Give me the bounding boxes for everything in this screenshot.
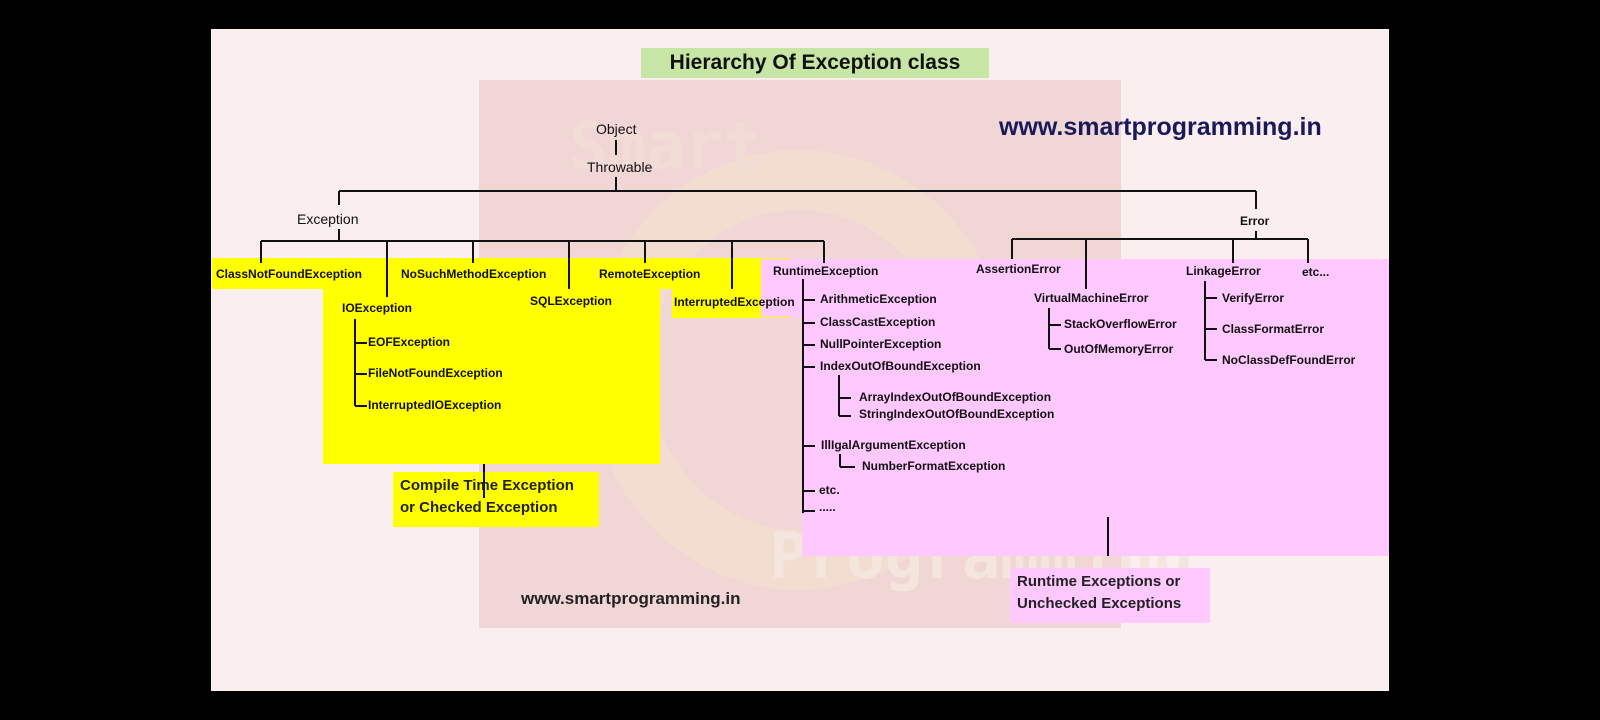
node-stack-overflow-error: StackOverflowError (1064, 317, 1177, 331)
unchecked-highlight-box (802, 289, 1389, 556)
unchecked-caption-line-1: Runtime Exceptions or (1017, 573, 1181, 590)
node-number-format-exception: NumberFormatException (862, 459, 1006, 473)
node-illegal-argument-exception: IllIgalArgumentException (821, 438, 966, 452)
node-index-out-of-bound-exception: IndexOutOfBoundException (820, 359, 981, 373)
node-class-format-error: ClassFormatError (1222, 322, 1325, 336)
checked-caption-highlight (393, 472, 599, 527)
slide: Smart Programming (211, 29, 1389, 691)
checked-caption-line-2: or Checked Exception (400, 499, 558, 516)
node-object: Object (596, 121, 637, 137)
checked-caption: Compile Time Exception or Checked Except… (393, 472, 581, 522)
website-url-bottom: www.smartprogramming.in (521, 589, 741, 608)
unchecked-caption-line-2: Unchecked Exceptions (1017, 595, 1182, 612)
node-array-index-out-of-bound-exception: ArrayIndexOutOfBoundException (859, 390, 1052, 404)
node-out-of-memory-error: OutOfMemoryError (1064, 342, 1174, 356)
node-no-class-def-found-error: NoClassDefFoundError (1222, 353, 1356, 367)
node-file-not-found-exception: FileNotFoundException (368, 366, 503, 380)
node-eof-exception: EOFException (368, 335, 451, 349)
node-assertion-error: AssertionError (976, 262, 1061, 276)
website-url-top: www.smartprogramming.in (999, 113, 1322, 141)
node-interrupted-exception: InterruptedException (674, 295, 795, 309)
node-remote-exception: RemoteException (599, 267, 701, 281)
checked-caption-line-1: Compile Time Exception (400, 477, 574, 494)
node-linkage-error: LinkageError (1186, 264, 1261, 278)
node-exception: Exception (297, 211, 359, 227)
node-no-such-method-exception: NoSuchMethodException (401, 267, 547, 281)
unchecked-caption-highlight (1010, 568, 1210, 623)
watermark-text-top: Smart (569, 110, 762, 184)
node-verify-error: VerifyError (1222, 291, 1285, 305)
node-null-pointer-exception: NullPointerException (820, 337, 942, 351)
page-title: Hierarchy Of Exception class (669, 51, 961, 74)
node-runtime-etc: etc. (819, 483, 840, 497)
node-io-exception: IOException (342, 301, 413, 315)
node-arithmetic-exception: ArithmeticException (820, 292, 937, 306)
node-runtime-dots: ..... (819, 500, 836, 514)
node-string-index-out-of-bound-exception: StringIndexOutOfBoundException (859, 407, 1055, 421)
hierarchy-connectors (260, 140, 1309, 556)
node-error-etc: etc... (1302, 265, 1330, 279)
unchecked-caption: Runtime Exceptions or Unchecked Exceptio… (1010, 568, 1188, 618)
title-highlight (641, 48, 989, 78)
node-sql-exception: SQLException (530, 294, 613, 308)
node-virtual-machine-error: VirtualMachineError (1034, 291, 1149, 305)
checked-highlight-box (323, 258, 660, 464)
node-throwable: Throwable (587, 159, 653, 175)
node-runtime-exception: RuntimeException (773, 264, 879, 278)
node-interrupted-io-exception: InterruptedIOException (368, 398, 502, 412)
node-error: Error (1240, 214, 1270, 228)
node-class-not-found-exception: ClassNotFoundException (216, 267, 363, 281)
node-class-cast-exception: ClassCastException (820, 315, 936, 329)
